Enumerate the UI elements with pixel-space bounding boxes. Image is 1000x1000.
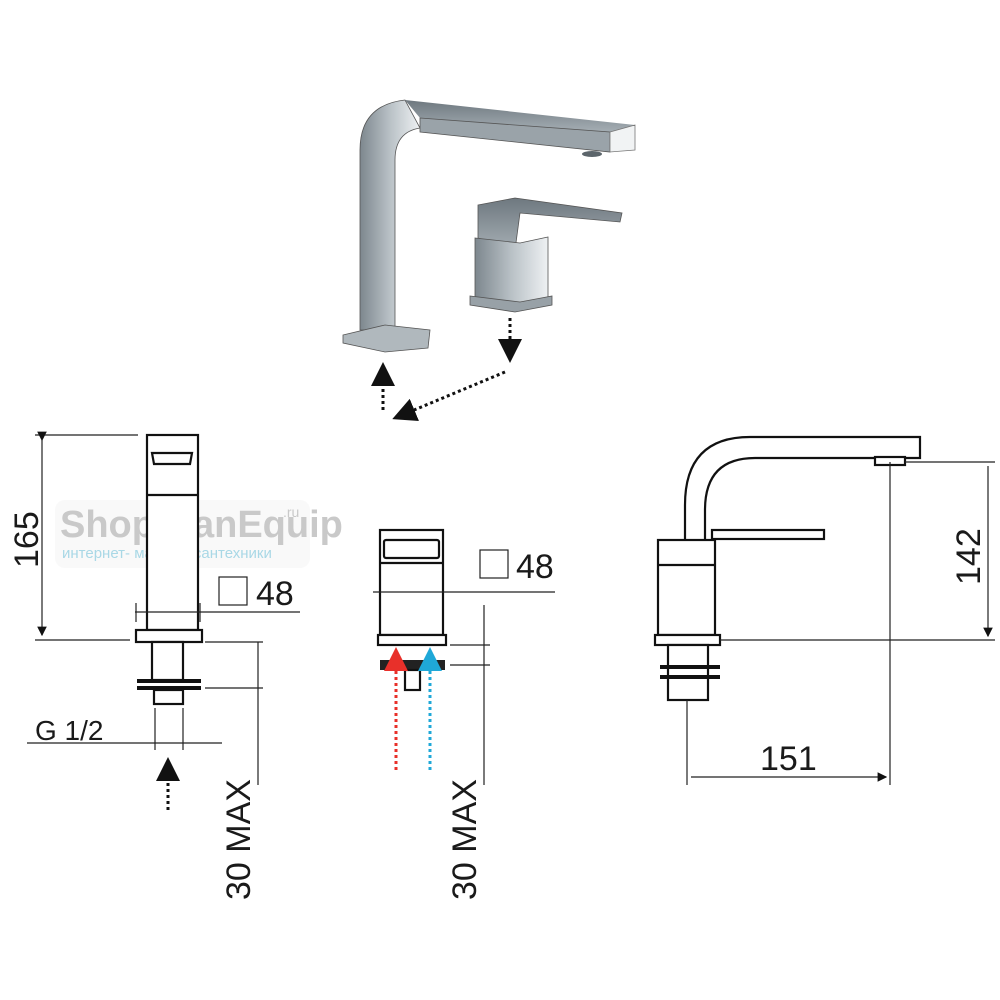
max-thickness-dimension: 30 MAX: [446, 779, 484, 900]
middle-view-mixer: 48 30 MAX: [373, 528, 555, 900]
square-section-icon: [218, 576, 248, 606]
mixer-body: [474, 236, 549, 306]
square-section-icon: [479, 549, 509, 579]
spout-arm-end: [609, 124, 636, 153]
connection-arrow-diagonal: [392, 370, 506, 421]
watermark-brand: Shop-SanEquip: [60, 504, 343, 546]
spout-base-plate: [342, 324, 431, 353]
right-view-profile: 142 151: [653, 435, 995, 785]
height-dimension-142: 142: [950, 528, 988, 585]
height-dimension-165: 165: [8, 511, 46, 568]
spout-arm-top: [405, 100, 635, 132]
left-view-spout: 165 48 G 1/2 30 MAX: [8, 431, 300, 900]
square-dimension-48: 48: [256, 575, 294, 613]
thread-dimension-g12: G 1/2: [35, 715, 103, 746]
watermark-tld: .ru: [283, 504, 299, 520]
reach-dimension-151: 151: [760, 740, 817, 778]
mixer-base: [469, 295, 553, 313]
max-thickness-dimension: 30 MAX: [220, 779, 258, 900]
product-render: [342, 99, 636, 421]
square-dimension-48: 48: [516, 548, 554, 586]
spout-column: [359, 99, 421, 331]
aerator: [582, 151, 602, 157]
